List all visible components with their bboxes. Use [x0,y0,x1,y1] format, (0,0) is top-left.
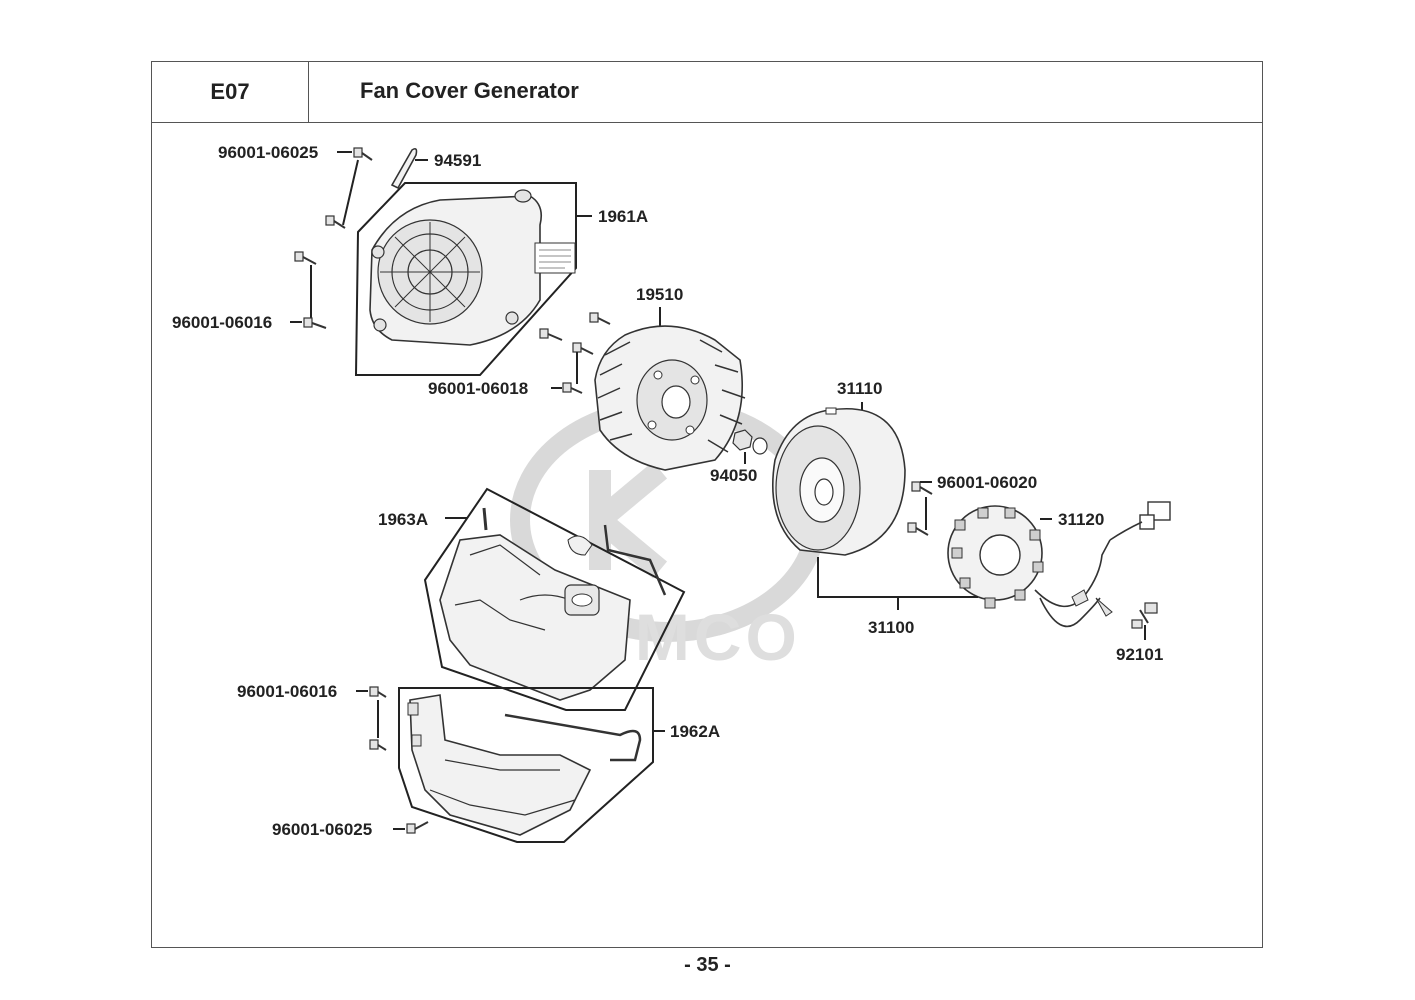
title-box [309,61,1263,122]
clip-part: 94591 [390,148,481,190]
label-fan-cover: 1961A [598,207,648,226]
generator-assy-bracket: 31100 [817,557,978,637]
stator-bolt-group: 92101 [1116,602,1163,664]
label-fan: 19510 [636,285,683,304]
bolt-bottom-group: 96001-06025 [272,820,429,839]
nut-group: 94050 [710,429,768,485]
label-bolt-lower: 96001-06016 [237,682,337,701]
label-upper-shroud: 1963A [378,510,428,529]
section-code: E07 [151,61,309,122]
label-bolt-left: 96001-06016 [172,313,272,332]
label-stator-bolts: 96001-06020 [937,473,1037,492]
bolt-left-group: 96001-06016 [172,251,327,332]
upper-shroud-group: 1963A [378,487,686,711]
fan-bolts-group: 96001-06018 [428,312,611,398]
page-number: - 35 - [684,954,731,976]
bolt-lower-group: 96001-06016 [237,682,387,751]
caution-label [534,242,576,274]
label-nut: 94050 [710,466,757,485]
diagram-frame [151,122,1263,948]
stator-group: 31120 [947,501,1171,628]
label-stator-bolt: 92101 [1116,645,1163,664]
label-lower-shroud: 1962A [670,722,720,741]
flywheel-group: 31110 [772,379,906,556]
label-fan-bolts: 96001-06018 [428,379,528,398]
label-bolt-top: 96001-06025 [218,143,318,162]
label-clip: 94591 [434,151,481,170]
label-flywheel: 31110 [837,379,882,398]
lower-shroud-group: 1962A [398,687,720,843]
label-stator: 31120 [1058,510,1104,529]
fan-group: 19510 [594,285,746,471]
section-title: Fan Cover Generator [360,78,579,103]
label-generator-assy: 31100 [868,618,914,637]
bolt-top-group: 96001-06025 [218,143,373,229]
stator-bolts-group: 96001-06020 [907,473,1037,536]
label-bolt-bottom: 96001-06025 [272,820,372,839]
fan-cover-group: 1961A [354,182,648,376]
